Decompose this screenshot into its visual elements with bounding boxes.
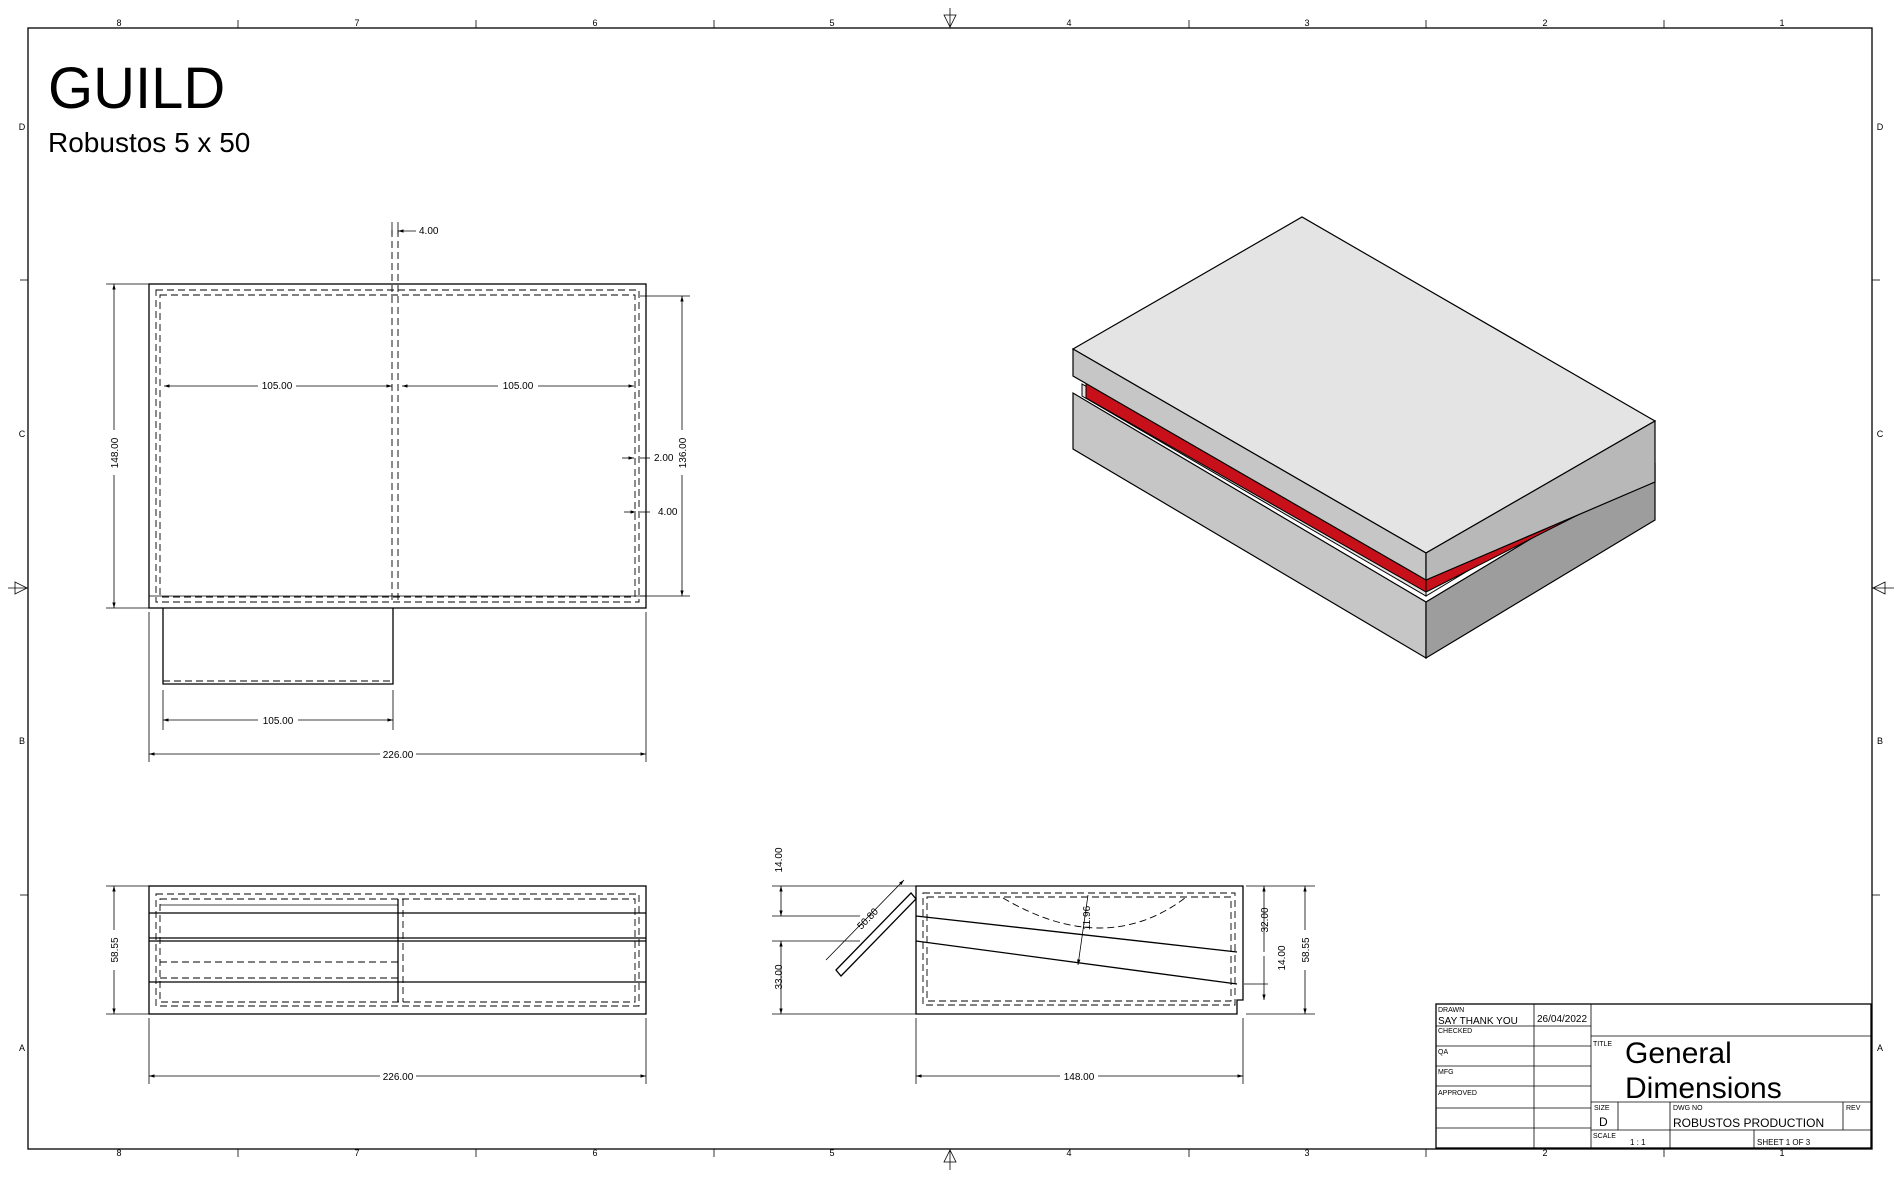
zone-left-C: C bbox=[19, 429, 26, 439]
zone-bottom-6: 6 bbox=[592, 1148, 597, 1158]
zone-top-6: 6 bbox=[592, 18, 597, 28]
top-view-outline bbox=[148, 283, 647, 609]
zone-top-2: 2 bbox=[1542, 18, 1547, 28]
dim-side-11-96: 11.96 bbox=[1082, 905, 1093, 930]
side-view-open-lid bbox=[835, 892, 917, 977]
zone-top-1: 1 bbox=[1779, 18, 1784, 28]
zone-bottom-7: 7 bbox=[354, 1148, 359, 1158]
dim-top-105-left: 105.00 bbox=[262, 381, 293, 392]
inner-frame bbox=[27, 27, 1873, 1150]
dim-top-105-right: 105.00 bbox=[503, 381, 534, 392]
tb-checked-label: CHECKED bbox=[1438, 1028, 1472, 1035]
drawing-subheading: Robustos 5 x 50 bbox=[48, 127, 250, 158]
dim-top-136: 136.00 bbox=[678, 437, 689, 468]
tb-title-line1: General bbox=[1625, 1037, 1732, 1070]
dim-side-33: 33.00 bbox=[774, 964, 785, 989]
tb-mfg-label: MFG bbox=[1438, 1069, 1454, 1076]
tb-drawn-by: SAY THANK YOU bbox=[1438, 1016, 1518, 1027]
zone-right-B: B bbox=[1877, 736, 1883, 746]
tb-drawn-date: 26/04/2022 bbox=[1537, 1014, 1587, 1025]
tb-size: D bbox=[1599, 1115, 1608, 1129]
zone-top-7: 7 bbox=[354, 18, 359, 28]
tb-scale: 1 : 1 bbox=[1630, 1138, 1646, 1147]
dim-side-14-right: 14.00 bbox=[1277, 945, 1288, 970]
zone-bottom-5: 5 bbox=[829, 1148, 834, 1158]
zone-right-C: C bbox=[1877, 429, 1884, 439]
dim-top-2: 2.00 bbox=[654, 453, 674, 464]
dim-front-58-55: 58.55 bbox=[110, 937, 121, 962]
tb-qa-label: QA bbox=[1438, 1049, 1448, 1056]
iso-lid-side bbox=[1425, 419, 1656, 581]
isometric-view bbox=[1071, 216, 1657, 660]
tb-drawn-label: DRAWN bbox=[1438, 1007, 1464, 1014]
top-view-lid-flap bbox=[162, 608, 394, 685]
zone-top-5: 5 bbox=[829, 18, 834, 28]
dim-side-148: 148.00 bbox=[1064, 1072, 1095, 1083]
dim-top-4: 4.00 bbox=[419, 226, 439, 237]
zone-bottom-1: 1 bbox=[1779, 1148, 1784, 1158]
dim-front-226: 226.00 bbox=[383, 1072, 414, 1083]
dim-top-4-right: 4.00 bbox=[658, 507, 678, 518]
tb-rev-label: REV bbox=[1846, 1105, 1861, 1112]
tb-size-label: SIZE bbox=[1594, 1105, 1610, 1112]
side-view-outline bbox=[915, 885, 1244, 1015]
tb-dwg-no-label: DWG NO bbox=[1673, 1105, 1703, 1112]
zone-bottom-3: 3 bbox=[1304, 1148, 1309, 1158]
zone-right-A: A bbox=[1877, 1043, 1883, 1053]
tb-dwg-no: ROBUSTOS PRODUCTION bbox=[1673, 1116, 1824, 1130]
title-block: DRAWN SAY THANK YOU 26/04/2022 CHECKED Q… bbox=[1435, 1003, 1872, 1149]
zone-top-3: 3 bbox=[1304, 18, 1309, 28]
zone-bottom-8: 8 bbox=[116, 1148, 121, 1158]
dim-side-32: 32.00 bbox=[1260, 907, 1271, 932]
dim-side-58-55: 58.55 bbox=[1301, 937, 1312, 962]
dim-top-226: 226.00 bbox=[383, 750, 414, 761]
front-view-outline bbox=[148, 885, 647, 1015]
tb-approved-label: APPROVED bbox=[1438, 1090, 1477, 1097]
front-view: 58.55 226.00 bbox=[106, 885, 647, 1084]
tb-sheet: SHEET 1 OF 3 bbox=[1757, 1138, 1811, 1147]
side-view: 14.00 33.00 50.80 11.96 32.00 14.00 58.5… bbox=[772, 847, 1315, 1084]
zone-bottom-2: 2 bbox=[1542, 1148, 1547, 1158]
top-view: 105.00 105.00 4.00 148.00 136.00 2.00 4.… bbox=[106, 222, 690, 762]
zone-bottom-4: 4 bbox=[1066, 1148, 1071, 1158]
tb-title-label: TITLE bbox=[1593, 1041, 1612, 1048]
drawing-heading: GUILD bbox=[48, 56, 225, 121]
zone-top-4: 4 bbox=[1066, 18, 1071, 28]
sheet-border: 8 7 6 5 4 3 2 1 8 7 6 5 4 3 2 1 D C B A … bbox=[8, 8, 1894, 1170]
tb-scale-label: SCALE bbox=[1593, 1133, 1616, 1140]
zone-left-B: B bbox=[19, 736, 25, 746]
zone-left-A: A bbox=[19, 1043, 25, 1053]
tb-title-line2: Dimensions bbox=[1625, 1072, 1782, 1105]
dim-top-148: 148.00 bbox=[110, 437, 121, 468]
dim-top-105-bottom: 105.00 bbox=[263, 716, 294, 727]
zone-left-D: D bbox=[19, 122, 26, 132]
zone-right-D: D bbox=[1877, 122, 1884, 132]
dim-side-14-top: 14.00 bbox=[774, 847, 785, 872]
zone-top-8: 8 bbox=[116, 18, 121, 28]
